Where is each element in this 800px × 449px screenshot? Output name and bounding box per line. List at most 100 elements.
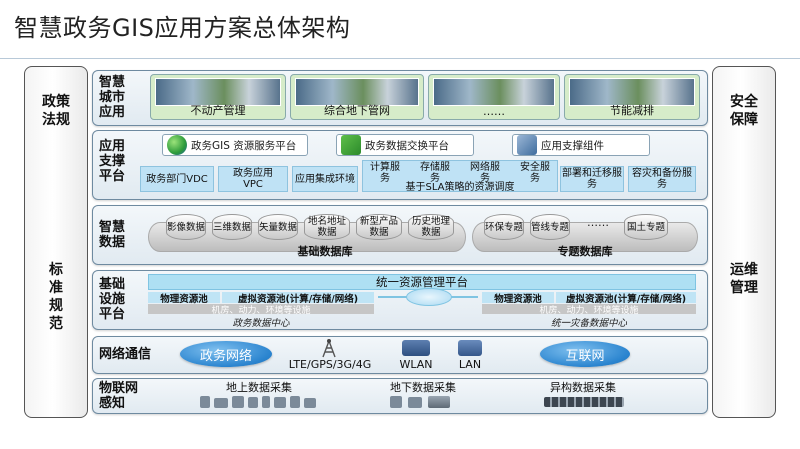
left-panel: 政策法规 标准规范 [24, 66, 88, 418]
label-line: 基础 [99, 277, 126, 292]
platform-support-component[interactable]: 应用支撑组件 [512, 134, 650, 156]
label-line: 准 [49, 280, 63, 296]
lte-label: LTE/GPS/3G/4G [288, 358, 372, 371]
tag-device-icon [274, 397, 286, 408]
app-label: 节能减排 [610, 104, 654, 117]
component-disaster-backup[interactable]: 容灾和备份服务 [628, 166, 696, 192]
right-facility: 机房、动力、环境等设施 [482, 304, 696, 316]
service-network[interactable]: 网络服务 [470, 162, 500, 184]
exchange-icon [341, 135, 361, 155]
cloud-icon [406, 288, 452, 306]
label-line: 网络通信 [99, 347, 152, 362]
left-virtual-pool[interactable]: 虚拟资源池(计算/存储/网络) [222, 292, 374, 305]
db-historical-geo[interactable]: 历史地理数据 [408, 214, 454, 240]
label-line: 应用 [99, 139, 126, 154]
topic-database-label: 专题数据库 [557, 245, 613, 258]
basic-database-label: 基础数据库 [297, 245, 353, 258]
label-line: 数据 [99, 235, 126, 250]
label-line: 平台 [99, 169, 126, 184]
policy-regulation-label: 政策法规 [25, 93, 87, 129]
platform-gis-resource[interactable]: 政务GIS 资源服务平台 [162, 134, 308, 156]
app-card[interactable]: 综合地下管网 [290, 74, 424, 120]
app-card[interactable]: 不动产管理 [150, 74, 286, 120]
db-place-address[interactable]: 地名地址数据 [304, 214, 350, 240]
title-divider [0, 58, 800, 59]
layer-network-title: 网络通信 [99, 347, 169, 362]
app-card[interactable]: 节能减排 [564, 74, 700, 120]
resource-scheduling-group [362, 160, 558, 192]
wlan-label: WLAN [399, 358, 433, 371]
left-facility: 机房、动力、环境等设施 [148, 304, 374, 316]
db-environment[interactable]: 环保专题 [484, 214, 524, 240]
phone-device-icon [262, 396, 270, 408]
data-rack-icon [544, 397, 624, 407]
db-new-product[interactable]: 新型产品数据 [356, 214, 402, 240]
layer-infrastructure-title: 基础设施平台 [99, 277, 129, 322]
layer-smart-city-title: 智慧城市应用 [99, 75, 129, 120]
platform-label: 政务GIS 资源服务平台 [191, 139, 297, 152]
db-3d[interactable]: 三维数据 [212, 214, 252, 240]
service-compute[interactable]: 计算服务 [370, 162, 400, 184]
component-label: 政务应用VPC [233, 168, 273, 190]
app-thumbnail [569, 78, 695, 106]
app-label: 不动产管理 [190, 104, 246, 117]
label-line: 平台 [99, 307, 126, 322]
platform-label: 应用支撑组件 [541, 139, 604, 152]
layer-app-support-title: 应用支撑平台 [99, 139, 129, 184]
db-land[interactable]: 国土专题 [624, 214, 668, 240]
component-icon [517, 135, 537, 155]
right-virtual-pool[interactable]: 虚拟资源池(计算/存储/网络) [556, 292, 696, 305]
label-line: 感知 [99, 396, 126, 411]
db-pipeline[interactable]: 管线专题 [530, 214, 570, 240]
label-line: 范 [49, 316, 63, 332]
platform-data-exchange[interactable]: 政务数据交换平台 [336, 134, 474, 156]
label-line: 标 [49, 262, 63, 278]
backup-data-center-label: 统一灾备数据中心 [550, 318, 627, 329]
left-physical-pool[interactable]: 物理资源池 [148, 292, 220, 305]
component-vdc[interactable]: 政务部门VDC [140, 166, 214, 192]
security-guarantee-label: 安全保障 [713, 93, 775, 129]
label-line: 设施 [99, 292, 126, 307]
service-storage[interactable]: 存储服务 [420, 162, 450, 184]
component-integration[interactable]: 应用集成环境 [292, 166, 358, 192]
label-line: 保障 [730, 112, 758, 128]
label-line: 智慧 [99, 75, 126, 90]
flow-meter-icon [408, 397, 422, 408]
lan-switch-icon [458, 340, 482, 356]
label-line: 规 [49, 298, 63, 314]
label-line: 管理 [730, 280, 758, 296]
app-card[interactable]: …… [428, 74, 560, 120]
standard-specification-label: 标准规范 [25, 261, 87, 333]
sla-scheduling-label: 基于SLA策略的资源调度 [405, 182, 515, 193]
heterogeneous-collection-label: 异构数据采集 [550, 381, 616, 394]
db-more: …… [587, 216, 609, 229]
label-line: 运维 [730, 262, 758, 278]
db-vector[interactable]: 矢量数据 [258, 214, 298, 240]
pipe-sensor-icon [390, 396, 402, 408]
label-line: 物联网 [99, 381, 139, 396]
antenna-icon [318, 338, 340, 358]
app-thumbnail [433, 78, 555, 106]
sensor-device-icon [200, 396, 210, 408]
label-line: 智慧 [99, 220, 126, 235]
db-image[interactable]: 影像数据 [166, 214, 206, 240]
internet-cloud[interactable]: 互联网 [540, 341, 630, 367]
component-vpc[interactable]: 政务应用VPC [218, 166, 288, 192]
page-title: 智慧政务GIS应用方案总体架构 [14, 14, 351, 42]
service-security[interactable]: 安全服务 [520, 162, 550, 184]
component-deploy-migrate[interactable]: 部署和迁移服务 [560, 166, 624, 192]
wlan-router-icon [402, 340, 430, 356]
app-thumbnail [295, 78, 419, 106]
right-panel: 安全保障 运维管理 [712, 66, 776, 418]
gov-network-cloud[interactable]: 政务网络 [180, 341, 272, 367]
layer-iot-title: 物联网感知 [99, 381, 145, 411]
reader-device-icon [290, 396, 300, 408]
label-line: 法规 [42, 112, 70, 128]
label-line: 应用 [99, 105, 126, 120]
gps-device-icon [248, 397, 258, 408]
app-label: …… [483, 105, 505, 118]
camera-device-icon [214, 398, 228, 408]
right-physical-pool[interactable]: 物理资源池 [482, 292, 554, 305]
meter-device-icon [232, 396, 244, 408]
label-line: 城市 [99, 90, 126, 105]
